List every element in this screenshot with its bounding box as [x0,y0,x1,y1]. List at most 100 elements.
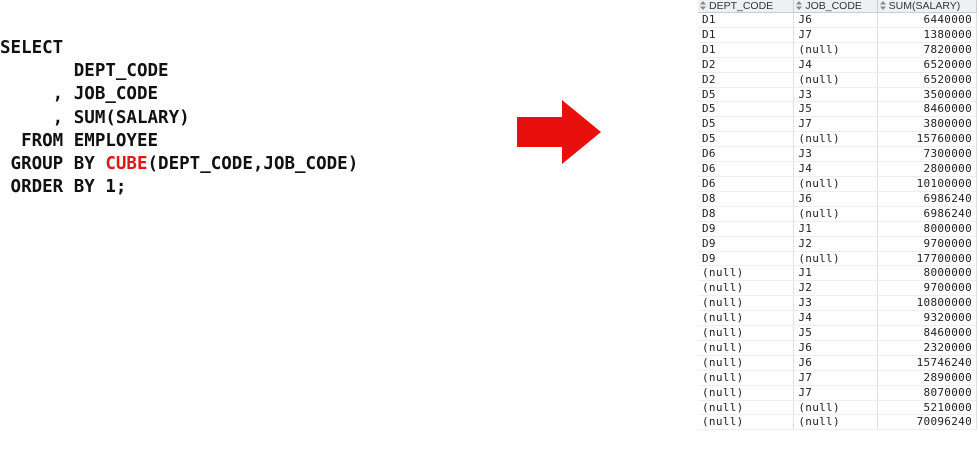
cell-dept-code[interactable]: D5 [698,101,795,118]
cell-job-code[interactable]: J3 [793,146,878,163]
cell-job-code[interactable]: J7 [793,370,878,386]
cell-dept-code[interactable]: D8 [698,206,795,222]
cell-sum-salary[interactable]: 1380000 [877,27,978,43]
cell-job-code[interactable]: J7 [793,385,878,401]
cell-dept-code[interactable]: (null) [698,385,795,401]
cell-job-code[interactable]: (null) [793,176,878,192]
cell-sum-salary[interactable]: 5210000 [877,400,978,416]
cell-dept-code[interactable]: D9 [698,221,795,237]
cell-job-code[interactable]: (null) [793,414,878,431]
cell-sum-salary[interactable]: 8460000 [877,101,978,118]
cell-job-code[interactable]: J6 [793,340,878,356]
cell-sum-salary[interactable]: 8000000 [877,265,978,282]
cell-job-code[interactable]: (null) [793,400,878,416]
cell-sum-salary[interactable]: 15746240 [877,355,978,371]
cell-dept-code[interactable]: (null) [698,340,795,356]
cell-job-code[interactable]: J7 [793,116,878,133]
cell-dept-code[interactable]: D6 [698,146,795,163]
cell-dept-code[interactable]: D5 [698,131,795,148]
cell-sum-salary[interactable]: 9700000 [877,280,978,297]
cell-sum-salary[interactable]: 15760000 [877,131,978,148]
cell-job-code[interactable]: J6 [793,355,878,371]
cell-dept-code[interactable]: D6 [698,176,795,192]
cell-job-code[interactable]: J5 [793,101,878,118]
cell-job-code[interactable]: J6 [793,12,878,28]
cell-job-code[interactable]: (null) [793,206,878,222]
cell-job-code[interactable]: J5 [793,325,878,341]
cell-sum-salary[interactable]: 6986240 [877,191,978,207]
table-row[interactable]: D6(null)10100000 [698,176,978,192]
cell-dept-code[interactable]: (null) [698,280,795,297]
cell-job-code[interactable]: J2 [793,280,878,297]
cell-sum-salary[interactable]: 9320000 [877,310,978,327]
cell-dept-code[interactable]: D9 [698,251,795,267]
cell-sum-salary[interactable]: 3800000 [877,116,978,133]
cell-job-code[interactable]: J4 [793,161,878,177]
cell-dept-code[interactable]: (null) [698,265,795,282]
cell-job-code[interactable]: (null) [793,131,878,148]
cell-sum-salary[interactable]: 6520000 [877,72,978,88]
cell-job-code[interactable]: J6 [793,191,878,207]
table-row[interactable]: D2(null)6520000 [698,72,978,88]
cell-sum-salary[interactable]: 2890000 [877,370,978,386]
cell-dept-code[interactable]: D9 [698,236,795,252]
cell-sum-salary[interactable]: 2800000 [877,161,978,177]
cell-sum-salary[interactable]: 6986240 [877,206,978,222]
cell-sum-salary[interactable]: 10800000 [877,295,978,312]
cell-job-code[interactable]: J7 [793,27,878,43]
cell-dept-code[interactable]: D5 [698,87,795,103]
cell-sum-salary[interactable]: 6520000 [877,57,978,73]
cell-sum-salary[interactable]: 9700000 [877,236,978,252]
cell-sum-salary[interactable]: 3500000 [877,87,978,103]
cell-job-code[interactable]: (null) [793,72,878,88]
table-row[interactable]: D9(null)17700000 [698,251,978,267]
cell-dept-code[interactable]: (null) [698,355,795,371]
column-header-dept-code[interactable]: DEPT_CODE [698,0,795,13]
cell-dept-code[interactable]: D1 [698,42,795,58]
cell-dept-code[interactable]: D2 [698,57,795,73]
cell-job-code[interactable]: J4 [793,310,878,327]
cell-sum-salary[interactable]: 7300000 [877,146,978,163]
cell-job-code[interactable]: J3 [793,295,878,312]
cell-sum-salary[interactable]: 2320000 [877,340,978,356]
cell-job-code[interactable]: J2 [793,236,878,252]
cell-sum-salary[interactable]: 7820000 [877,42,978,58]
table-row[interactable]: (null)(null)70096240 [698,414,978,431]
cell-dept-code[interactable]: D1 [698,27,795,43]
cell-dept-code[interactable]: D5 [698,116,795,133]
column-header-job-code[interactable]: JOB_CODE [793,0,878,13]
cell-dept-code[interactable]: (null) [698,310,795,327]
table-row[interactable]: D5(null)15760000 [698,131,978,148]
table-row[interactable]: D8(null)6986240 [698,206,978,222]
cell-job-code[interactable]: (null) [793,251,878,267]
cell-job-code[interactable]: J1 [793,265,878,282]
cell-dept-code[interactable]: (null) [698,325,795,341]
table-row[interactable]: (null)(null)5210000 [698,400,978,416]
cell-dept-code[interactable]: D2 [698,72,795,88]
cell-sum-salary[interactable]: 8460000 [877,325,978,341]
cell-sum-salary[interactable]: 10100000 [877,176,978,192]
cell-dept-code[interactable]: (null) [698,295,795,312]
cell-sum-salary[interactable]: 17700000 [877,251,978,267]
cell-dept-code[interactable]: D1 [698,12,795,28]
cell-job-code[interactable]: J4 [793,57,878,73]
cell-dept-code[interactable]: D6 [698,161,795,177]
table-row[interactable]: D1(null)7820000 [698,42,978,58]
